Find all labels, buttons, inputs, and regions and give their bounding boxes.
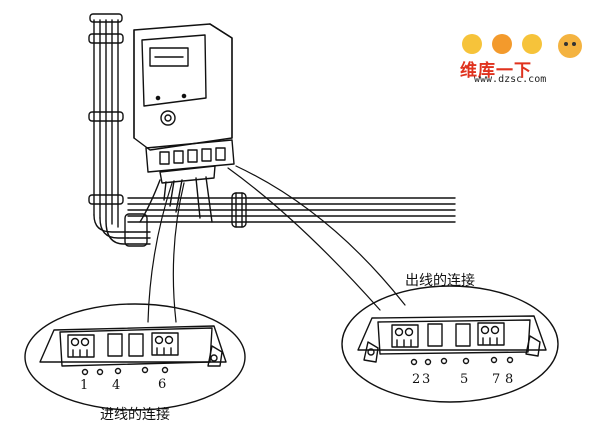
watermark-brand: 维库一下 <box>460 61 532 81</box>
watermark-logo-icon <box>462 34 582 58</box>
incoming-detail <box>24 303 246 411</box>
outgoing-terminal-number: 2 <box>412 372 421 387</box>
site-watermark: 维库一下 www.dzsc.com <box>452 30 600 92</box>
outgoing-connection-label: 出线的连接 <box>405 273 475 289</box>
electricity-meter <box>133 23 235 223</box>
incoming-terminal-number: 4 <box>112 378 121 393</box>
incoming-terminal-number: 6 <box>158 377 167 392</box>
outgoing-terminal-number: 8 <box>505 372 514 387</box>
outgoing-detail <box>341 285 559 403</box>
outgoing-terminal-number: 3 <box>422 372 431 387</box>
vertical-wire-bundle <box>88 13 129 245</box>
incoming-connection-label: 进线的连接 <box>100 407 170 423</box>
outgoing-terminal-number: 7 <box>492 372 501 387</box>
outgoing-terminal-number: 5 <box>460 372 469 387</box>
callout-lines <box>147 165 406 323</box>
incoming-terminal-number: 1 <box>80 378 89 393</box>
watermark-site: www.dzsc.com <box>474 74 547 85</box>
